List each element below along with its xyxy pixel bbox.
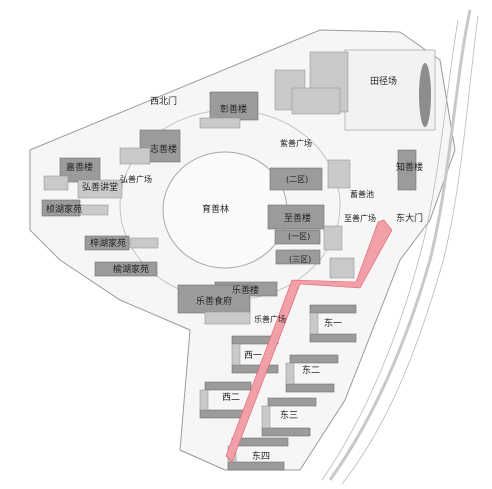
label-tianjingchang: 田径场 bbox=[370, 75, 397, 87]
xushanchi-building bbox=[327, 159, 351, 189]
label-sanqu: (三区) bbox=[289, 255, 311, 264]
label-yushanlin: 育善林 bbox=[202, 203, 229, 215]
zhishanlou2-building bbox=[397, 149, 417, 191]
label-donger: 东二 bbox=[302, 364, 320, 376]
label-xibeimen: 西北门 bbox=[150, 95, 177, 107]
dorm-donger bbox=[285, 354, 339, 393]
zhishanlou-building bbox=[139, 129, 181, 163]
yuhujiayuan-building bbox=[94, 261, 158, 277]
label-xier: 西二 bbox=[222, 392, 240, 403]
hongshanjiangtang-building bbox=[77, 179, 123, 199]
label-zhishanguangchang: 至善广场 bbox=[344, 213, 376, 223]
north-block-3 bbox=[291, 87, 341, 115]
yiqu-building bbox=[274, 229, 321, 245]
label-dongdamen: 东大门 bbox=[396, 212, 423, 224]
label-zhishanlou2: 知善楼 bbox=[396, 161, 423, 173]
road-east-edge-2 bbox=[341, 15, 479, 485]
label-yuhujiayuan: 榆湖家苑 bbox=[113, 263, 149, 275]
label-dongyi: 东一 bbox=[324, 317, 342, 329]
zhishanlou-wing bbox=[119, 147, 151, 165]
zhishanlou3-building bbox=[267, 204, 325, 230]
zhangshanlou-wing bbox=[199, 117, 241, 129]
label-leshanlou: 乐善楼 bbox=[232, 284, 259, 296]
erqu-building bbox=[269, 167, 323, 191]
label-leshanshifu: 乐善食府 bbox=[196, 295, 232, 307]
highlighted-route bbox=[225, 219, 393, 463]
river-east bbox=[328, 9, 472, 481]
label-hongshanjiangtang: 弘善讲堂 bbox=[82, 181, 118, 193]
zihujiayuan-building bbox=[84, 235, 130, 251]
dorm-dongsan bbox=[261, 397, 317, 437]
leshanshifu-building bbox=[177, 284, 251, 314]
jiashanlou-wing bbox=[43, 175, 69, 191]
label-dongsi: 东四 bbox=[252, 450, 270, 462]
label-erqu: (二区) bbox=[286, 175, 308, 184]
label-zhenhujiayuan2: 梓湖家苑 bbox=[90, 237, 126, 249]
zhangshanlou-building bbox=[209, 91, 259, 121]
cluster-east-2 bbox=[329, 257, 355, 279]
leshanshifu-wing bbox=[204, 311, 251, 325]
label-ziyuguangchang: 紫善广场 bbox=[280, 138, 312, 148]
label-jiashanlou: 嘉善楼 bbox=[66, 161, 93, 173]
label-zhenhujiayuan: 桢湖家苑 bbox=[46, 203, 82, 215]
label-xiyi: 西一 bbox=[244, 350, 262, 361]
label-zhangshanlou: 彰善楼 bbox=[220, 103, 247, 115]
label-leshanguangchang: 乐善广场 bbox=[254, 314, 286, 324]
label-xushanchi: 蓄善池 bbox=[350, 189, 374, 199]
label-zhishanlou: 志善楼 bbox=[150, 143, 177, 155]
label-yiqu: (一区) bbox=[288, 232, 310, 241]
label-zhishanlou3: 至善楼 bbox=[284, 212, 311, 224]
cluster-east-1 bbox=[323, 225, 343, 251]
zhenhujiayuan-wing bbox=[79, 204, 109, 216]
label-hongshanguangchang: 弘善广场 bbox=[120, 174, 152, 184]
zihujiayuan-wing bbox=[129, 237, 159, 249]
dorm-dongyi bbox=[309, 304, 357, 343]
label-dongsan: 东三 bbox=[280, 409, 298, 421]
sanqu-building bbox=[275, 249, 321, 265]
track-oval bbox=[419, 63, 431, 127]
road-east-edge bbox=[321, 19, 459, 481]
